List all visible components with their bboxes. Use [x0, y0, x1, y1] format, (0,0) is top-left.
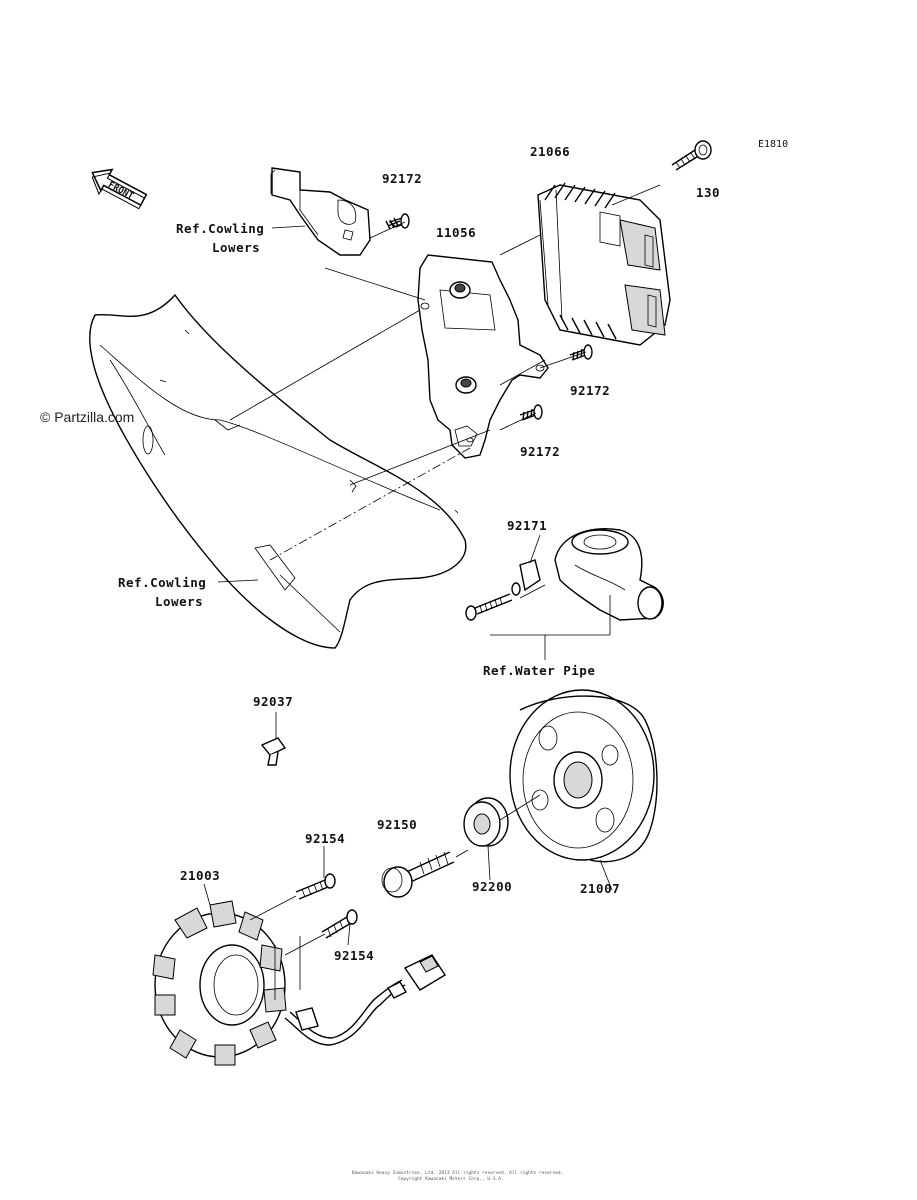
- part-labels: 92172 11056 21066 130 92172 92172 92171 …: [180, 144, 720, 963]
- ref-cowling-upper-line2: Lowers: [212, 240, 260, 255]
- diagram-code: E1810: [758, 139, 788, 150]
- regulator-21066: [537, 182, 671, 346]
- ref-cowling-lower-line2: Lowers: [155, 594, 203, 609]
- bolt-92172-lower: [519, 404, 543, 421]
- ref-cowling-upper-line1: Ref.Cowling: [176, 221, 264, 236]
- bolt-92154-b: [321, 909, 358, 939]
- label-92200: 92200: [472, 879, 512, 894]
- label-92172-top: 92172: [382, 171, 422, 186]
- footer-line1: Kawasaki Heavy Industries, Ltd. 2013 All…: [352, 1170, 563, 1176]
- cowling-lowers-body: [89, 293, 467, 649]
- clip-92037: [260, 712, 287, 766]
- label-21066: 21066: [530, 144, 570, 159]
- label-92037: 92037: [253, 694, 293, 709]
- watermark: © Partzilla.com: [40, 409, 134, 425]
- clamp-92171: [465, 559, 546, 621]
- reference-labels: Ref.Cowling Lowers Ref.Cowling Lowers Re…: [118, 221, 595, 678]
- label-11056: 11056: [436, 225, 476, 240]
- stator-wire-connector: [284, 954, 446, 1046]
- water-pipe-ref-lines: [490, 595, 611, 660]
- label-92150: 92150: [377, 817, 417, 832]
- front-arrow-icon: FRONT: [91, 168, 148, 210]
- ref-water-pipe: Ref.Water Pipe: [483, 663, 595, 678]
- label-92172-right: 92172: [570, 383, 610, 398]
- cowling-bracket-upper: [270, 167, 371, 256]
- label-130: 130: [696, 185, 720, 200]
- label-21003: 21003: [180, 868, 220, 883]
- assembly-lines: [229, 184, 661, 561]
- rotor-21007: [509, 689, 658, 863]
- ref-cowling-lower-line1: Ref.Cowling: [118, 575, 206, 590]
- bolt-92172-top: [385, 213, 410, 230]
- bolt-92150: [381, 794, 541, 898]
- label-92171: 92171: [507, 518, 547, 533]
- washer-92200: [463, 797, 509, 847]
- label-92172-lower: 92172: [520, 444, 560, 459]
- bolt-130: [671, 140, 712, 171]
- bolt-92154-a: [295, 873, 336, 900]
- label-21007: 21007: [580, 881, 620, 896]
- bracket-plate-11056: [417, 254, 549, 459]
- bolt-92172-right: [569, 344, 593, 361]
- footer-line2: Copyright Kawasaki Motors Corp., U.S.A.: [398, 1176, 504, 1182]
- label-92154-a: 92154: [305, 831, 345, 846]
- stator-21003: [152, 895, 326, 1066]
- label-92154-b: 92154: [334, 948, 374, 963]
- water-pipe-fitting: [554, 528, 664, 621]
